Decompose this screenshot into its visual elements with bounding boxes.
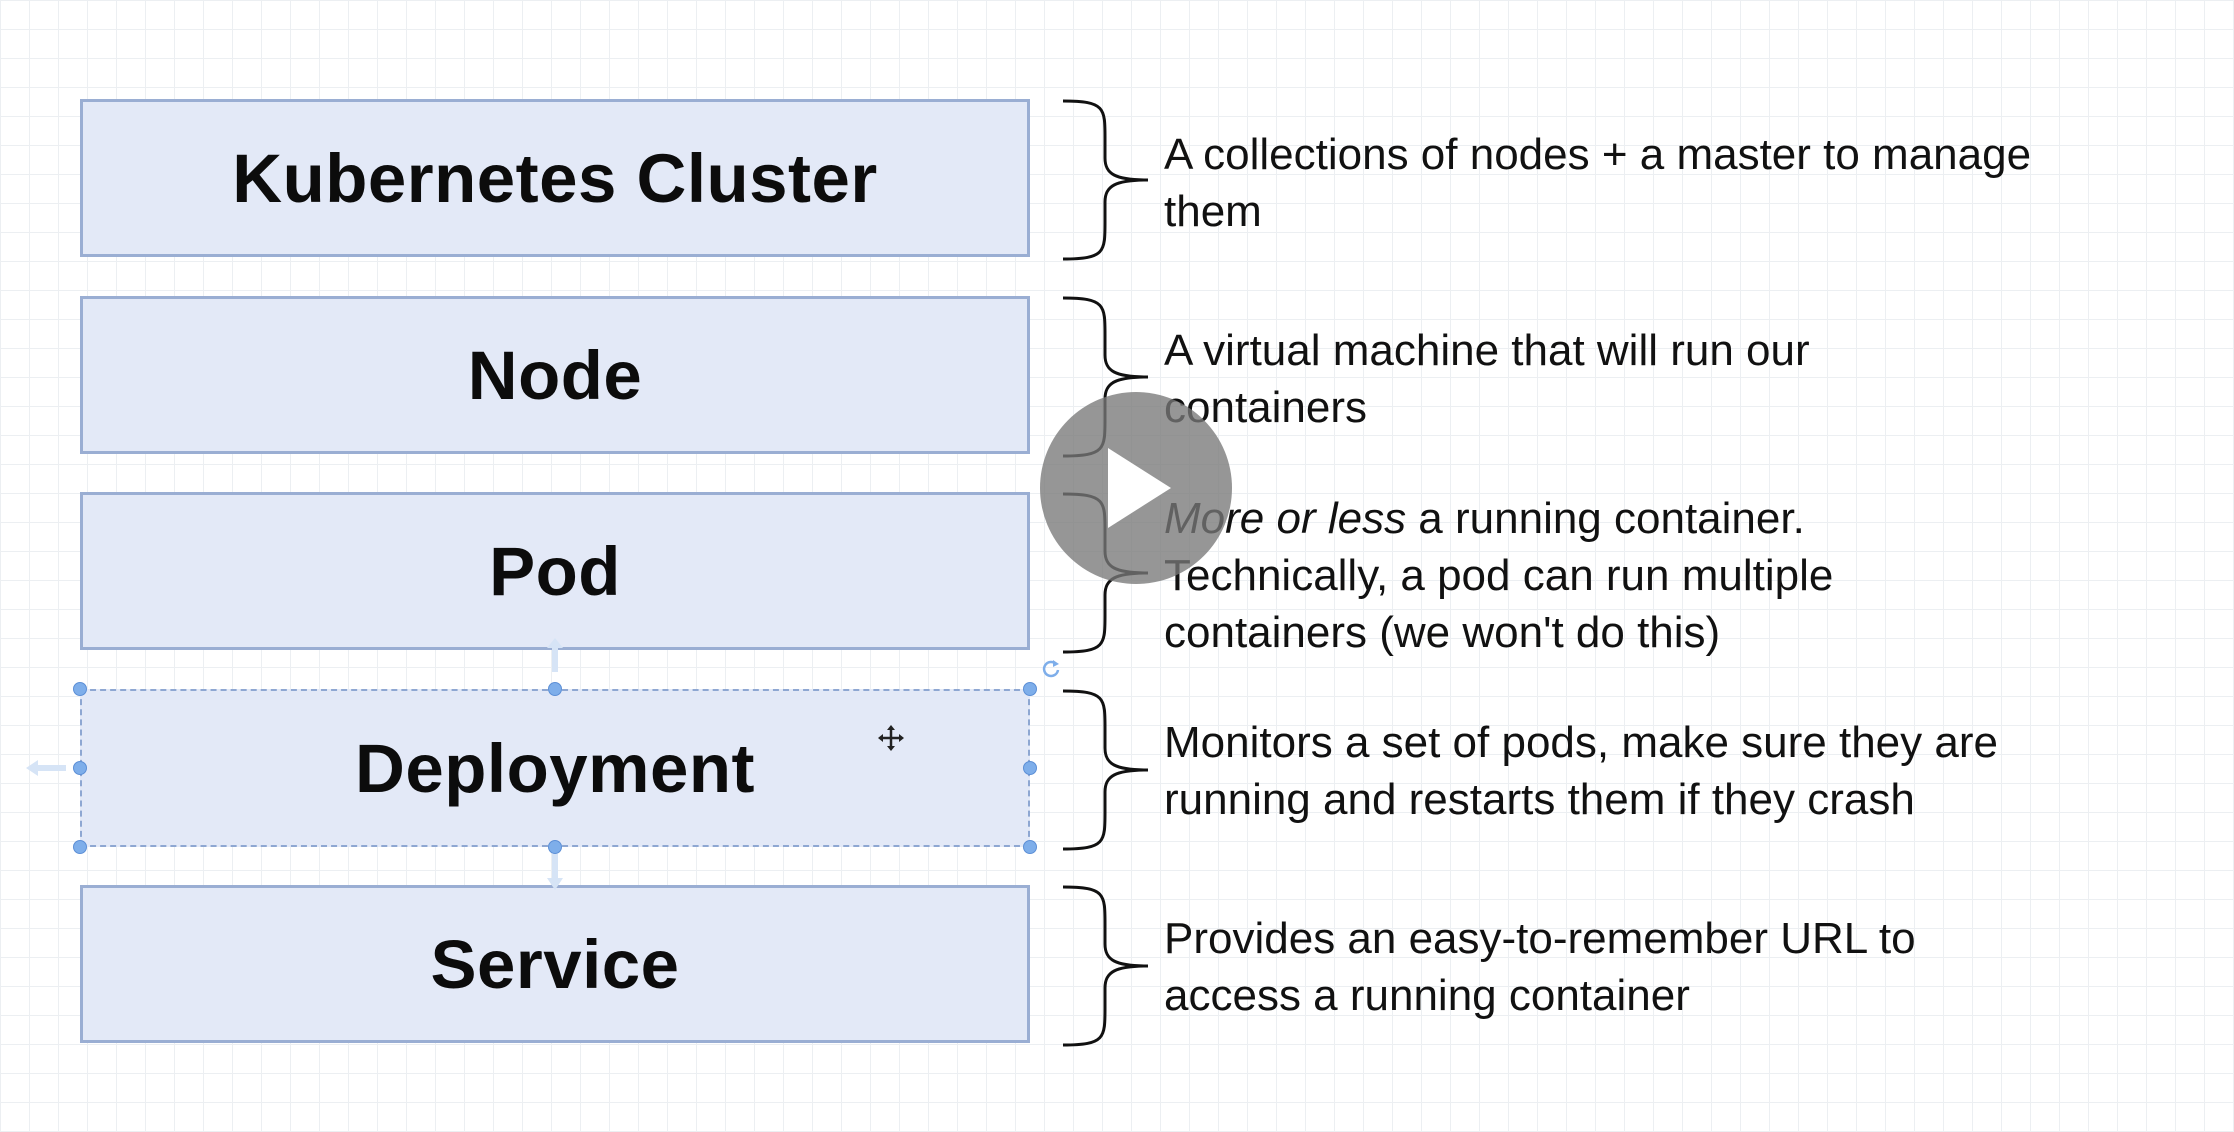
- desc-line: Provides an easy-to-remember URL to: [1164, 914, 1916, 963]
- kubernetes-cluster-box[interactable]: Kubernetes Cluster: [80, 99, 1030, 257]
- desc-line: More or less a running container.: [1164, 490, 2164, 547]
- connect-arrow-down-icon[interactable]: [545, 852, 565, 892]
- description-cluster: A collections of nodes + a master to man…: [1164, 126, 2164, 240]
- resize-handle-bottom-right[interactable]: [1023, 840, 1037, 854]
- box-label: Service: [430, 925, 680, 1003]
- brace-icon: [1062, 99, 1149, 261]
- desc-line: A collections of nodes + a master to man…: [1164, 130, 2032, 179]
- desc-line: running and restarts them if they crash: [1164, 775, 1915, 824]
- resize-handle-right[interactable]: [1023, 761, 1037, 775]
- description-pod: More or less a running container. Techni…: [1164, 490, 2164, 661]
- desc-line: them: [1164, 187, 1262, 236]
- description-node: A virtual machine that will run our cont…: [1164, 322, 2164, 436]
- desc-line: A virtual machine that will run our: [1164, 326, 1810, 375]
- desc-line: containers: [1164, 383, 1368, 432]
- box-label: Pod: [489, 532, 621, 610]
- brace-icon: [1062, 689, 1149, 851]
- node-box[interactable]: Node: [80, 296, 1030, 454]
- connect-arrow-left-icon[interactable]: [24, 758, 68, 778]
- resize-handle-top-left[interactable]: [73, 682, 87, 696]
- desc-line: Technically, a pod can run multiple: [1164, 551, 1834, 600]
- rotate-handle-icon[interactable]: [1040, 658, 1062, 680]
- desc-line: access a running container: [1164, 971, 1690, 1020]
- play-icon: [1108, 448, 1171, 528]
- brace-icon: [1062, 885, 1149, 1047]
- desc-line: containers (we won't do this): [1164, 608, 1721, 657]
- move-cursor-icon: [878, 725, 904, 751]
- description-service: Provides an easy-to-remember URL to acce…: [1164, 910, 2164, 1024]
- box-label: Node: [467, 336, 643, 414]
- play-button[interactable]: [1040, 392, 1232, 584]
- resize-handle-bottom[interactable]: [548, 840, 562, 854]
- box-label: Kubernetes Cluster: [232, 139, 878, 217]
- description-deployment: Monitors a set of pods, make sure they a…: [1164, 714, 2164, 828]
- deployment-box[interactable]: Deployment: [80, 689, 1030, 847]
- service-box[interactable]: Service: [80, 885, 1030, 1043]
- pod-box[interactable]: Pod: [80, 492, 1030, 650]
- resize-handle-top-right[interactable]: [1023, 682, 1037, 696]
- resize-handle-left[interactable]: [73, 761, 87, 775]
- desc-text: a running container.: [1406, 494, 1805, 543]
- resize-handle-top[interactable]: [548, 682, 562, 696]
- desc-line: Monitors a set of pods, make sure they a…: [1164, 718, 1998, 767]
- connect-arrow-up-icon[interactable]: [545, 636, 565, 676]
- box-label: Deployment: [355, 729, 755, 807]
- resize-handle-bottom-left[interactable]: [73, 840, 87, 854]
